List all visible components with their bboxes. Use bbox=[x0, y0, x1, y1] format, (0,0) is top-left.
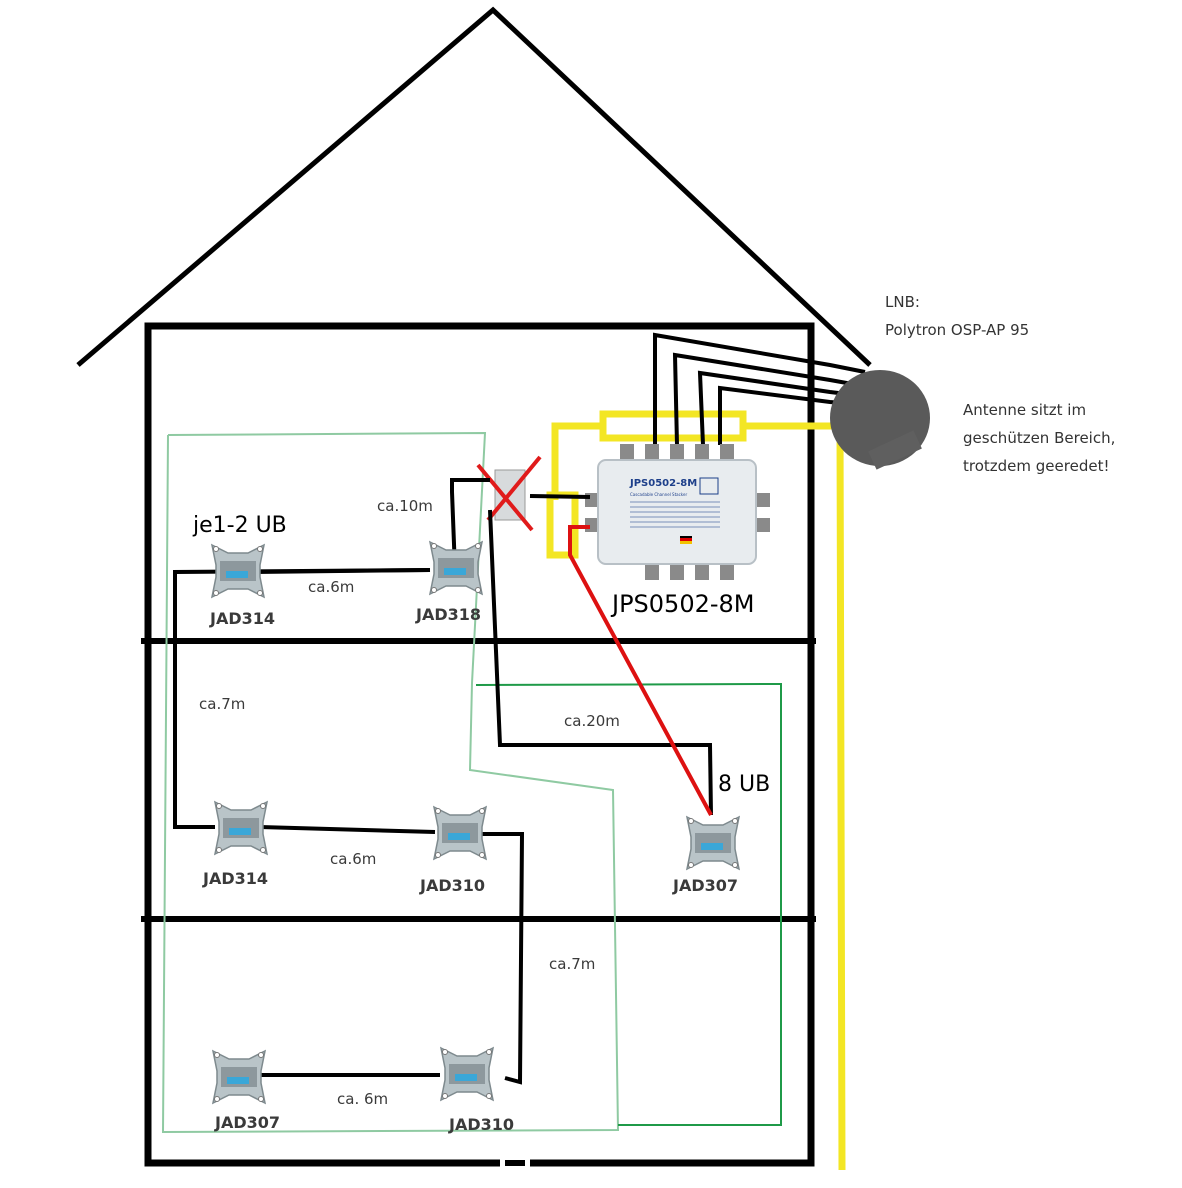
house-roof bbox=[76, 6, 872, 367]
antenna-note-line-1: Antenne sitzt im bbox=[963, 401, 1086, 419]
socket-bottom-center-icon bbox=[439, 1046, 495, 1102]
cable-length-splitter-jad318: ca.10m bbox=[377, 497, 433, 515]
feed-left-branch bbox=[551, 422, 603, 500]
zone-outline-left bbox=[161, 431, 620, 1134]
socket-label-top-left: JAD314 bbox=[209, 609, 275, 628]
socket-label-mid-right: JAD307 bbox=[672, 876, 738, 895]
antenna-note-line-3: trotzdem geeredet! bbox=[963, 457, 1109, 475]
top-jad-link bbox=[249, 568, 431, 574]
socket-mid-left-icon bbox=[213, 800, 269, 856]
mid-floor-run bbox=[259, 825, 436, 834]
cable-length-top-floor: ca.6m bbox=[308, 578, 354, 596]
socket-mid-right-icon bbox=[685, 815, 741, 871]
multiswitch-panel-subtitle: Cascadable Channel Stacker bbox=[630, 492, 687, 497]
house-outline bbox=[144, 322, 815, 1167]
splitter-removed bbox=[476, 455, 542, 532]
cable-length-to-jad307: ca.20m bbox=[564, 712, 620, 730]
ub-top-floor-label: je1-2 UB bbox=[192, 513, 287, 538]
splitter-to-switch bbox=[529, 494, 591, 499]
splitter-to-jad318 bbox=[450, 478, 490, 571]
feed-right-branch bbox=[743, 422, 846, 1171]
antenna-note-line-2: geschützen Bereich, bbox=[963, 429, 1115, 447]
socket-label-bottom-left: JAD307 bbox=[214, 1113, 280, 1132]
satellite-dish-icon bbox=[830, 370, 930, 470]
coax-cables bbox=[173, 478, 713, 1085]
socket-label-mid-center: JAD310 bbox=[419, 876, 485, 895]
ub-jad307-label: 8 UB bbox=[718, 772, 770, 797]
socket-top-left-icon bbox=[210, 543, 266, 599]
multiswitch-device: JPS0502-8M Cascadable Channel Stacker bbox=[585, 444, 770, 580]
cable-length-middle-to-bottom: ca.7m bbox=[549, 955, 595, 973]
new-cable-red bbox=[568, 525, 713, 816]
socket-bottom-left-icon bbox=[211, 1049, 267, 1105]
cable-length-top-to-middle: ca.7m bbox=[199, 695, 245, 713]
multiswitch-panel-title: JPS0502-8M bbox=[629, 478, 697, 489]
house-walls bbox=[141, 322, 816, 1170]
socket-top-right-icon bbox=[428, 540, 484, 596]
lnb-heading: LNB: bbox=[885, 293, 920, 311]
brand-badge bbox=[699, 477, 719, 495]
mid-to-bottom bbox=[475, 832, 525, 1085]
splitter-to-jad307 bbox=[488, 509, 713, 816]
socket-mid-center-icon bbox=[432, 805, 488, 861]
cable-length-bottom-floor: ca. 6m bbox=[337, 1090, 388, 1108]
socket-label-mid-left: JAD314 bbox=[202, 869, 268, 888]
lnb-model: Polytron OSP-AP 95 bbox=[885, 321, 1029, 339]
multiswitch-label: JPS0502-8M bbox=[610, 590, 755, 618]
socket-label-bottom-center: JAD310 bbox=[448, 1115, 514, 1134]
zone-outline-right bbox=[475, 682, 782, 1126]
socket-label-top-right: JAD318 bbox=[415, 605, 481, 624]
cable-length-middle-floor: ca.6m bbox=[330, 850, 376, 868]
